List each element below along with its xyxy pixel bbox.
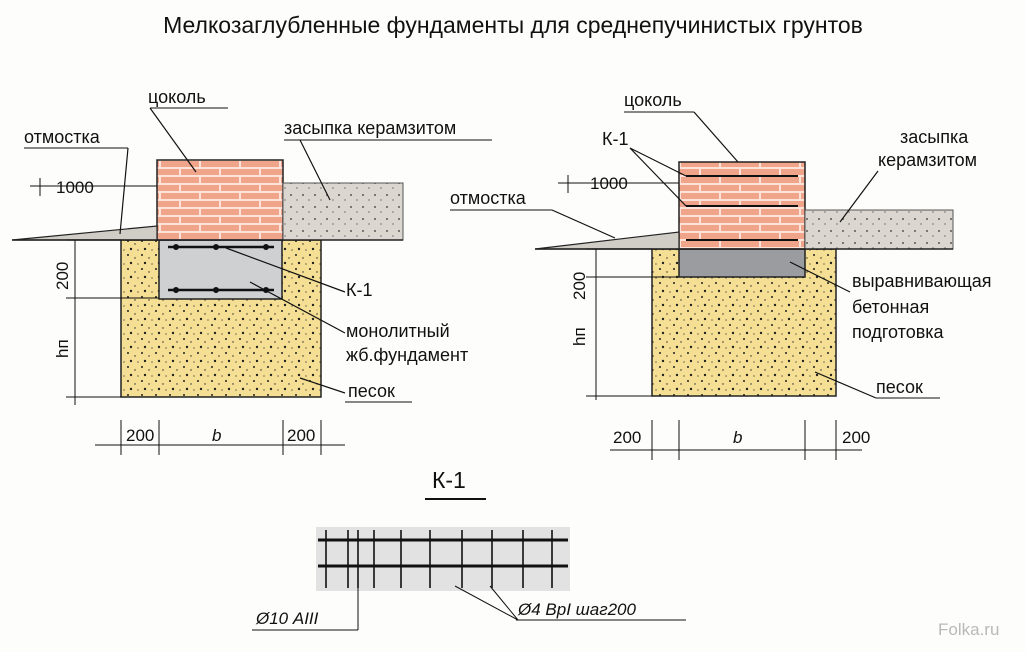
left-label-monolit-2: жб.фундамент bbox=[346, 345, 468, 365]
right-dim-hp: hп bbox=[570, 327, 589, 346]
left-foundation: цоколь отмостка засыпка керамзитом К-1 м… bbox=[11, 87, 492, 455]
left-dim-b: b bbox=[212, 426, 221, 445]
k1-bar-secondary-label: Ø4 ВрI шаг200 bbox=[517, 600, 636, 619]
right-dim-1000: 1000 bbox=[590, 174, 628, 193]
k1-detail: К-1 Ø10 АIII Ø4 ВрI шаг200 bbox=[252, 467, 686, 631]
right-label-vyr-2: бетонная bbox=[852, 297, 929, 317]
left-label-zasypka: засыпка керамзитом bbox=[284, 118, 456, 138]
left-dim-200-b: 200 bbox=[287, 426, 315, 445]
left-dim-1000: 1000 bbox=[56, 178, 94, 197]
right-label-vyr-3: подготовка bbox=[852, 322, 945, 342]
left-brick-plinth bbox=[156, 159, 284, 241]
left-label-monolit-1: монолитный bbox=[346, 321, 450, 341]
left-label-k1: К-1 bbox=[346, 280, 373, 300]
left-label-pesok: песок bbox=[348, 381, 395, 401]
left-blind-area bbox=[11, 225, 158, 241]
right-label-otmostka: отмостка bbox=[450, 188, 527, 208]
right-label-zasypka-2: керамзитом bbox=[878, 150, 977, 170]
k1-detail-title: К-1 bbox=[432, 467, 466, 493]
k1-mesh bbox=[318, 530, 568, 588]
right-dim-200-vertical: 200 bbox=[570, 272, 589, 300]
watermark: Folka.ru bbox=[938, 620, 999, 639]
right-leveling-concrete bbox=[678, 248, 806, 278]
left-label-tsokol: цоколь bbox=[148, 87, 206, 107]
left-label-otmostka: отмостка bbox=[24, 127, 101, 147]
right-label-zasypka-1: засыпка bbox=[900, 127, 969, 147]
right-foundation: цоколь К-1 отмостка засыпка керамзитом в… bbox=[450, 90, 992, 460]
left-dim-hp: hп bbox=[53, 339, 72, 358]
right-label-vyr-1: выравнивающая bbox=[852, 271, 992, 291]
left-dim-200-a: 200 bbox=[126, 426, 154, 445]
right-label-pesok: песок bbox=[876, 377, 923, 397]
right-label-tsokol: цоколь bbox=[624, 90, 682, 110]
right-label-k1: К-1 bbox=[602, 129, 629, 149]
k1-mesh-background bbox=[316, 527, 570, 591]
k1-bar-main-label: Ø10 АIII bbox=[255, 609, 319, 628]
left-dim-200-vertical: 200 bbox=[53, 262, 72, 290]
right-dim-200-b: 200 bbox=[842, 428, 870, 447]
right-dim-b: b bbox=[733, 428, 742, 447]
right-dim-200-a: 200 bbox=[613, 428, 641, 447]
diagram-title: Мелкозаглубленные фундаменты для среднеп… bbox=[163, 12, 863, 38]
